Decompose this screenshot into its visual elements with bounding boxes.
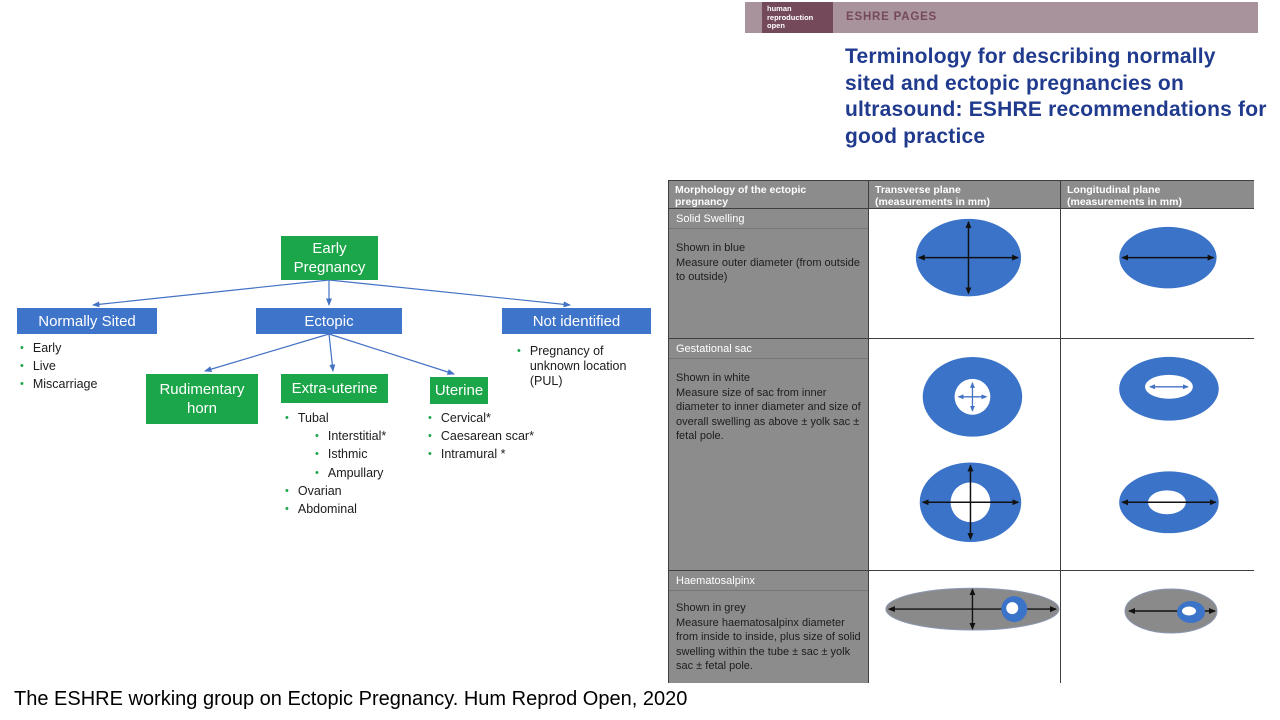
- list-item: •Abdominal: [285, 501, 357, 516]
- gestational-sac-transverse-diagram: [869, 339, 1061, 571]
- table-header-longitudinal: Longitudinal plane (measurements in mm): [1061, 181, 1254, 209]
- journal-band: human reproduction open ESHRE PAGES: [745, 2, 1258, 33]
- node-extra-uterine: Extra-uterine: [281, 374, 388, 403]
- list-item: •Pregnancy of unknown location (PUL): [517, 344, 627, 388]
- solid-swelling-longitudinal-diagram: [1061, 209, 1254, 339]
- haematosalpinx-transverse-diagram: [869, 571, 1061, 683]
- normally-sited-list: •Early •Live •Miscarriage: [20, 341, 97, 396]
- table-header-morphology: Morphology of the ectopic pregnancy: [669, 181, 869, 209]
- list-item: •Tubal: [285, 411, 329, 425]
- extra-uterine-list: •Tubal •Interstitial* •Isthmic •Ampullar…: [285, 411, 386, 520]
- bullet-icon: •: [315, 430, 319, 443]
- table-header-transverse: Transverse plane (measurements in mm): [869, 181, 1061, 209]
- row-gestational-sac-description: Gestational sac Shown in white Measure s…: [669, 339, 869, 571]
- citation-caption: The ESHRE working group on Ectopic Pregn…: [14, 688, 688, 710]
- journal-logo: human reproduction open: [762, 2, 833, 33]
- logo-line-3: open: [767, 21, 785, 31]
- bullet-icon: •: [285, 412, 289, 424]
- node-early-pregnancy: Early Pregnancy: [281, 236, 378, 280]
- node-uterine: Uterine: [430, 377, 488, 404]
- bullet-icon: •: [315, 466, 319, 479]
- bullet-icon: •: [20, 342, 24, 354]
- bullet-icon: •: [285, 502, 289, 515]
- row-title: Gestational sac: [669, 339, 868, 359]
- row-haematosalpinx-description: Haematosalpinx Shown in grey Measure hae…: [669, 571, 869, 683]
- bullet-icon: •: [428, 412, 432, 424]
- bullet-icon: •: [428, 430, 432, 443]
- node-normally-sited: Normally Sited: [17, 308, 157, 334]
- list-item: •Miscarriage: [20, 377, 98, 392]
- article-title: Terminology for describing normally site…: [845, 45, 1267, 148]
- list-item: •Ovarian: [285, 483, 342, 498]
- gestational-sac-longitudinal-diagram: [1061, 339, 1254, 571]
- bullet-icon: •: [20, 360, 24, 373]
- haematosalpinx-longitudinal-diagram: [1061, 571, 1254, 683]
- not-identified-list: •Pregnancy of unknown location (PUL): [517, 344, 647, 392]
- logo-line-1: human: [767, 4, 792, 13]
- uterine-list: •Cervical* •Caesarean scar* •Intramural …: [428, 411, 534, 466]
- morphology-table: Morphology of the ectopic pregnancy Tran…: [668, 180, 1254, 683]
- list-item: •Intramural *: [428, 447, 506, 462]
- row-title: Solid Swelling: [669, 209, 868, 229]
- list-item: •Interstitial*: [315, 429, 387, 444]
- row-solid-swelling-description: Solid Swelling Shown in blue Measure out…: [669, 209, 869, 339]
- bullet-icon: •: [20, 378, 24, 391]
- logo-line-2: reproduction: [767, 12, 814, 22]
- list-item: •Caesarean scar*: [428, 429, 534, 444]
- node-ectopic: Ectopic: [256, 308, 402, 334]
- row-title: Haematosalpinx: [669, 571, 868, 591]
- node-rudimentary-horn: Rudimentary horn: [146, 374, 258, 424]
- bullet-icon: •: [428, 448, 432, 461]
- section-label: ESHRE PAGES: [846, 11, 938, 23]
- node-not-identified: Not identified: [502, 308, 651, 334]
- list-item: •Ampullary: [315, 465, 384, 480]
- list-item: •Live: [20, 359, 56, 374]
- list-item: •Early: [20, 341, 62, 355]
- list-item: •Isthmic: [315, 447, 368, 462]
- solid-swelling-transverse-diagram: [869, 209, 1061, 339]
- bullet-icon: •: [315, 448, 319, 461]
- bullet-icon: •: [517, 345, 521, 357]
- bullet-icon: •: [285, 484, 289, 497]
- list-item: •Cervical*: [428, 411, 491, 425]
